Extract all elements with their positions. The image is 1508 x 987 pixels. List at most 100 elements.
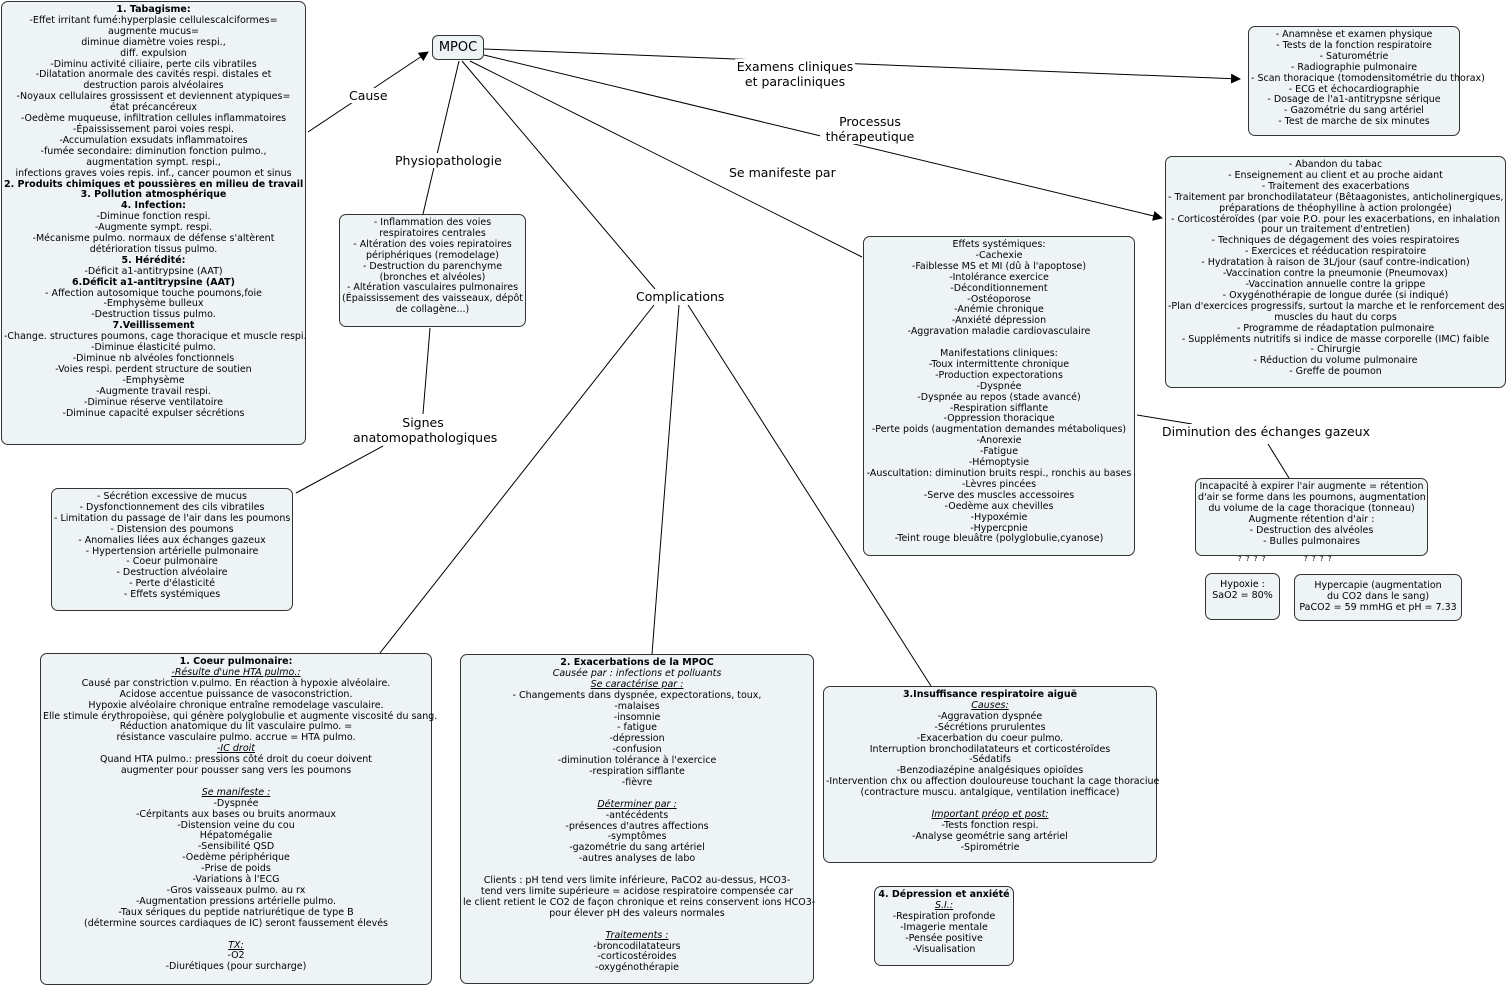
- examens-line: - Saturométrie: [1319, 50, 1389, 62]
- box-causes[interactable]: 1. Tabagisme:-Effet irritant fumé:hyperp…: [1, 1, 307, 445]
- link-exacerbations: [651, 304, 680, 655]
- cause-line: infections graves voies repis. inf., can…: [15, 167, 292, 179]
- manifeste-line: -Toux intermittente chronique: [928, 358, 1070, 370]
- coeur-line: -Augmentation pressions artérielle pulmo…: [135, 895, 336, 907]
- coeur-line: -Oedème périphérique: [182, 852, 290, 864]
- insuffisance-line: -Aggravation dyspnée: [937, 710, 1043, 722]
- coeur-line: Acidose accentue puissance de vasoconstr…: [119, 688, 353, 700]
- processus-line: - Hydratation à raison de 3L/jour (sauf …: [1201, 257, 1470, 269]
- cause-line: 6.Déficit a1-antitrypsine (AAT): [71, 276, 236, 288]
- box-diminution-echanges[interactable]: Incapacité à expirer l'air augmente = ré…: [1195, 478, 1428, 556]
- coeur-line: -Résulte d'une HTA pulmo.:: [171, 666, 301, 678]
- processus-line: -Vaccination annuelle contre la grippe: [1245, 278, 1426, 290]
- examens-line: - Anamnèse et examen physique: [1275, 29, 1433, 40]
- link-manifeste: [469, 60, 863, 258]
- manifeste-line: -Respiration sifflante: [949, 402, 1049, 414]
- insuffisance-line: -Sédatifs: [969, 754, 1011, 766]
- exacerbations-line: 2. Exacerbations de la MPOC: [560, 657, 714, 668]
- box-processus-therapeutique[interactable]: - Abandon du tabac- Enseignement au clie…: [1165, 156, 1506, 388]
- exacerbations-line: -autres analyses de labo: [578, 853, 696, 865]
- examens-line: - Radiographie pulmonaire: [1290, 61, 1418, 73]
- manifeste-line: -Ostéoporose: [967, 293, 1031, 305]
- exacerbations-line: -malaises: [614, 700, 660, 712]
- insuffisance-line: -Tests fonction respi.: [941, 819, 1039, 831]
- label-processus-line2: thérapeutique: [825, 129, 915, 144]
- physio-line: - Altération des voies repiratoires: [353, 238, 512, 250]
- processus-line: pour un traitement d'entretien): [1260, 224, 1411, 236]
- manifeste-line: -Auscultation: diminution bruits respi.,…: [866, 468, 1132, 480]
- exacerbations-line: -fièvre: [621, 776, 653, 788]
- processus-line: préparations de théophylline à action pr…: [1219, 202, 1452, 214]
- coeur-line: -IC droit: [217, 743, 255, 755]
- processus-line: - Exercices et rééducation respiratoire: [1244, 246, 1427, 258]
- manifeste-line: -Aggravation maladie cardiovasculaire: [907, 326, 1091, 338]
- processus-line: -Plan d'exercices progressifs, surtout l…: [1168, 300, 1505, 312]
- label-examens-line2: et paracliniques: [744, 74, 846, 89]
- manifeste-line: -Déconditionnement: [950, 282, 1048, 294]
- coeur-line: 1. Coeur pulmonaire:: [179, 656, 293, 667]
- link-signes-box: [295, 445, 384, 494]
- exacerbations-line: -symptômes: [607, 831, 667, 843]
- cause-line: -Diminue nb alvéoles fonctionnels: [72, 353, 235, 364]
- cause-line: -Déficit a1-antitrypsine (AAT): [84, 265, 223, 277]
- cause-line: -Mécanisme pulmo. normaux de défense s'a…: [32, 233, 275, 245]
- box-signes-anatomopathologiques[interactable]: - Sécrétion excessive de mucus- Dysfonct…: [51, 488, 293, 611]
- box-se-manifeste[interactable]: Effets systémiques:-Cachexie-Faiblesse M…: [863, 236, 1135, 556]
- link-coeur: [379, 304, 655, 654]
- manifeste-line: -Hémoptysie: [968, 457, 1030, 469]
- hypoxie-line: SaO2 = 80%: [1212, 589, 1273, 601]
- exacerbations-line: - fatigue: [617, 722, 657, 734]
- cause-line: augmente mucus=: [107, 25, 199, 37]
- exacerbations-line: -antécédents: [605, 809, 669, 821]
- cause-line: -Augmente travail respi.: [96, 385, 211, 397]
- exacerbations-line: -présences d'autres affections: [565, 820, 709, 832]
- exacerbations-line: le client retient le CO2 de façon chroni…: [463, 896, 816, 908]
- label-physiopathologie: Physiopathologie: [395, 153, 502, 168]
- signes-line: - Limitation du passage de l'air dans le…: [54, 512, 291, 524]
- exacerbations-line: tend vers limite supérieure = acidose re…: [480, 886, 794, 897]
- coeur-line: Hypoxie alvéolaire chronique entraîne re…: [88, 699, 384, 711]
- processus-line: - Programme de réadaptation pulmonaire: [1236, 322, 1435, 334]
- label-processus: Processus thérapeutique: [820, 114, 920, 144]
- processus-line: -Vaccination contre la pneumonie (Pneumo…: [1223, 268, 1448, 280]
- diminution-line: - Bulles pulmonaires: [1263, 535, 1360, 547]
- insuffisance-line: Causes:: [971, 699, 1009, 711]
- manifeste-line: -Hypoxémie: [970, 511, 1028, 523]
- box-coeur-pulmonaire[interactable]: 1. Coeur pulmonaire:-Résulte d'une HTA p…: [40, 653, 438, 985]
- depression-line: -Pensée positive: [905, 932, 983, 944]
- processus-line: - Oxygénothérapie de longue durée (si in…: [1222, 289, 1449, 301]
- manifeste-line: Effets systémiques:: [952, 239, 1046, 250]
- label-signes-line1: Signes: [402, 415, 444, 430]
- manifeste-line: -Oedème aux chevilles: [944, 500, 1054, 512]
- diminution-line: du volume de la cage thoracique (tonneau…: [1208, 502, 1415, 514]
- hypercapie-line: du CO2 dans le sang): [1326, 590, 1430, 602]
- label-examens-line1: Examens cliniques: [736, 59, 854, 74]
- signes-line: - Effets systémiques: [123, 589, 221, 601]
- exacerbations-line: -confusion: [612, 744, 662, 756]
- question-marks-left: ? ? ? ?: [1238, 555, 1267, 563]
- root-node-mpoc[interactable]: MPOC: [432, 35, 484, 60]
- processus-line: muscles du haut du corps: [1274, 311, 1397, 323]
- processus-line: - Greffe de poumon: [1289, 366, 1382, 378]
- cause-line: -Diminu activité ciliaire, perte cils vi…: [50, 58, 257, 70]
- box-hypoxie[interactable]: Hypoxie :SaO2 = 80%: [1205, 573, 1280, 620]
- cause-line: -Effet irritant fumé:hyperplasie cellule…: [29, 14, 278, 26]
- manifeste-line: -Hypercpnie: [970, 522, 1028, 534]
- cause-line: -Change. structures poumons, cage thorac…: [4, 331, 307, 343]
- physio-line: - Destruction du parenchyme: [362, 260, 503, 272]
- signes-line: - Hypertension artérielle pulmonaire: [85, 545, 259, 557]
- insuffisance-line: -Spirométrie: [960, 841, 1020, 853]
- box-examens[interactable]: - Anamnèse et examen physique- Tests de …: [1248, 26, 1485, 136]
- hypoxie-line: Hypoxie :: [1220, 579, 1265, 590]
- diminution-line: Incapacité à expirer l'air augmente = ré…: [1199, 481, 1424, 492]
- signes-line: - Anomalies liées aux échanges gazeux: [78, 534, 266, 546]
- hypercapie-line: Hypercapie (augmentation: [1314, 580, 1442, 591]
- examens-line: - ECG et échocardiographie: [1288, 83, 1420, 95]
- coeur-line: Elle stimule érythropoièse, qui génère p…: [43, 710, 438, 722]
- exacerbations-line: -insomnie: [613, 711, 661, 723]
